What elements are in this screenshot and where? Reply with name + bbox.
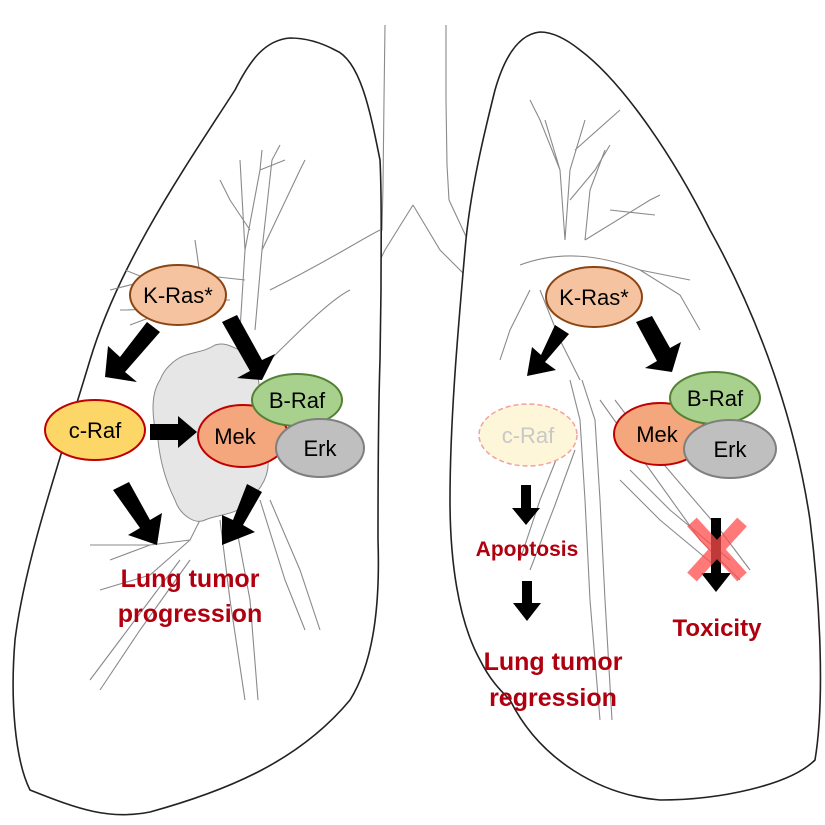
craf-node-right-faded — [478, 403, 578, 467]
arrow-craf-to-mek — [150, 416, 197, 448]
erk-node-left — [275, 418, 365, 478]
block-x-icon — [687, 517, 747, 582]
arrow-mek-to-progression — [222, 484, 262, 545]
craf-label-right: c-Raf — [502, 423, 555, 448]
arrow-kras-to-craf-right — [527, 325, 569, 376]
kras-node-right — [545, 266, 643, 328]
craf-label-left: c-Raf — [69, 418, 122, 443]
kras-label-right: K-Ras* — [559, 285, 629, 310]
erk-label-right: Erk — [714, 437, 748, 462]
outcome-left-line2: progression — [118, 600, 262, 628]
outcome-right-line2: regression — [489, 684, 617, 712]
braf-label-left: B-Raf — [269, 388, 326, 413]
arrow-kras-to-braf-right — [636, 316, 681, 372]
erk-node-right — [683, 419, 777, 479]
erk-label-left: Erk — [304, 436, 338, 461]
outcome-left-line1: Lung tumor — [121, 565, 260, 593]
arrow-craf-to-apoptosis — [512, 485, 540, 525]
outcome-right-line1: Lung tumor — [484, 648, 623, 676]
braf-label-right: B-Raf — [687, 386, 744, 411]
toxicity-label: Toxicity — [673, 615, 763, 642]
mek-label-left: Mek — [214, 424, 257, 449]
kras-node-left — [129, 264, 227, 326]
craf-node-left — [44, 399, 146, 461]
kras-label-left: K-Ras* — [143, 283, 213, 308]
left-pathway: K-Ras* c-Raf Mek B-Raf Erk Lung tumor pr… — [44, 264, 365, 628]
arrow-kras-to-braf-left — [222, 315, 275, 380]
arrow-apoptosis-to-regression — [513, 581, 541, 621]
mek-label-right: Mek — [636, 422, 679, 447]
apoptosis-label: Apoptosis — [476, 538, 579, 561]
arrow-kras-to-craf-left — [105, 322, 160, 382]
right-pathway: K-Ras* c-Raf Mek B-Raf Erk Apoptosis Lun… — [476, 266, 777, 712]
arrow-craf-to-progression — [113, 482, 162, 545]
